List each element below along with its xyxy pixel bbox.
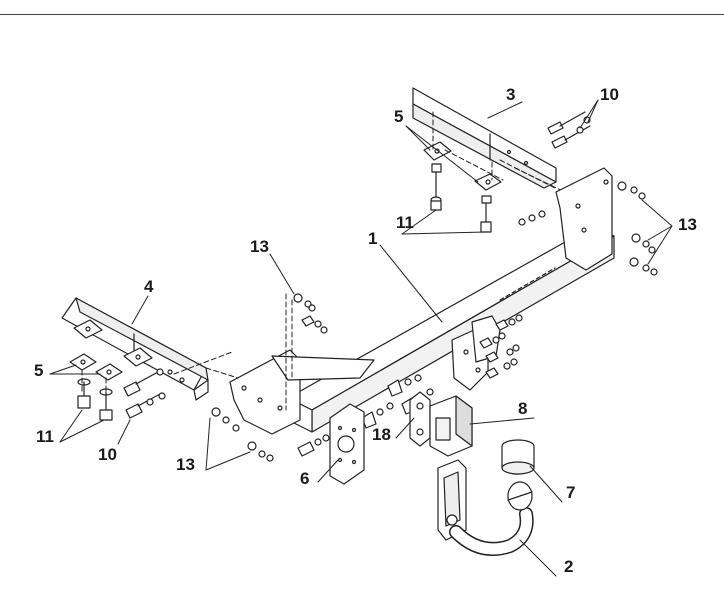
part-10-left-bolts xyxy=(123,351,233,419)
callout-13-bottom: 13 xyxy=(176,455,195,474)
guide-lines-left xyxy=(81,367,239,403)
part-8-coupling xyxy=(429,395,473,457)
part-5-right-plates xyxy=(423,141,502,191)
part-13-bottom-washers xyxy=(211,407,274,462)
callout-13-right: 13 xyxy=(678,215,697,234)
part-4-left-bracket xyxy=(61,297,209,401)
leader-lines xyxy=(49,99,673,577)
part-11-left-bolts xyxy=(77,378,113,421)
callout-8: 8 xyxy=(518,399,528,418)
callout-7: 7 xyxy=(566,483,576,502)
callout-13-top: 13 xyxy=(250,237,269,256)
part-7-ball-cap xyxy=(501,439,535,475)
part-10-right-bolts xyxy=(547,111,591,149)
part-3-right-bracket xyxy=(412,87,557,189)
callout-10-left: 10 xyxy=(98,445,117,464)
callout-11-right: 11 xyxy=(396,213,414,232)
callout-5-left: 5 xyxy=(34,361,44,380)
part-5-left-plates xyxy=(69,353,123,381)
callout-5-right: 5 xyxy=(394,107,404,126)
part-13-top-washers xyxy=(285,293,328,411)
callout-11-left: 11 xyxy=(36,427,54,446)
part-13-right-washers xyxy=(518,181,658,276)
part-1-cross-beam xyxy=(229,167,615,435)
part-2-tow-ball xyxy=(437,459,534,556)
callout-6: 6 xyxy=(300,469,310,488)
callout-2: 2 xyxy=(564,557,574,576)
callout-1: 1 xyxy=(368,229,378,248)
callout-3: 3 xyxy=(506,85,516,104)
callout-18: 18 xyxy=(372,425,391,444)
callout-4: 4 xyxy=(144,277,154,296)
part-11-right-bolts xyxy=(430,163,492,233)
header-rule xyxy=(0,14,724,15)
part-6-socket-plate xyxy=(297,403,365,485)
callout-10-right: 10 xyxy=(600,85,619,104)
